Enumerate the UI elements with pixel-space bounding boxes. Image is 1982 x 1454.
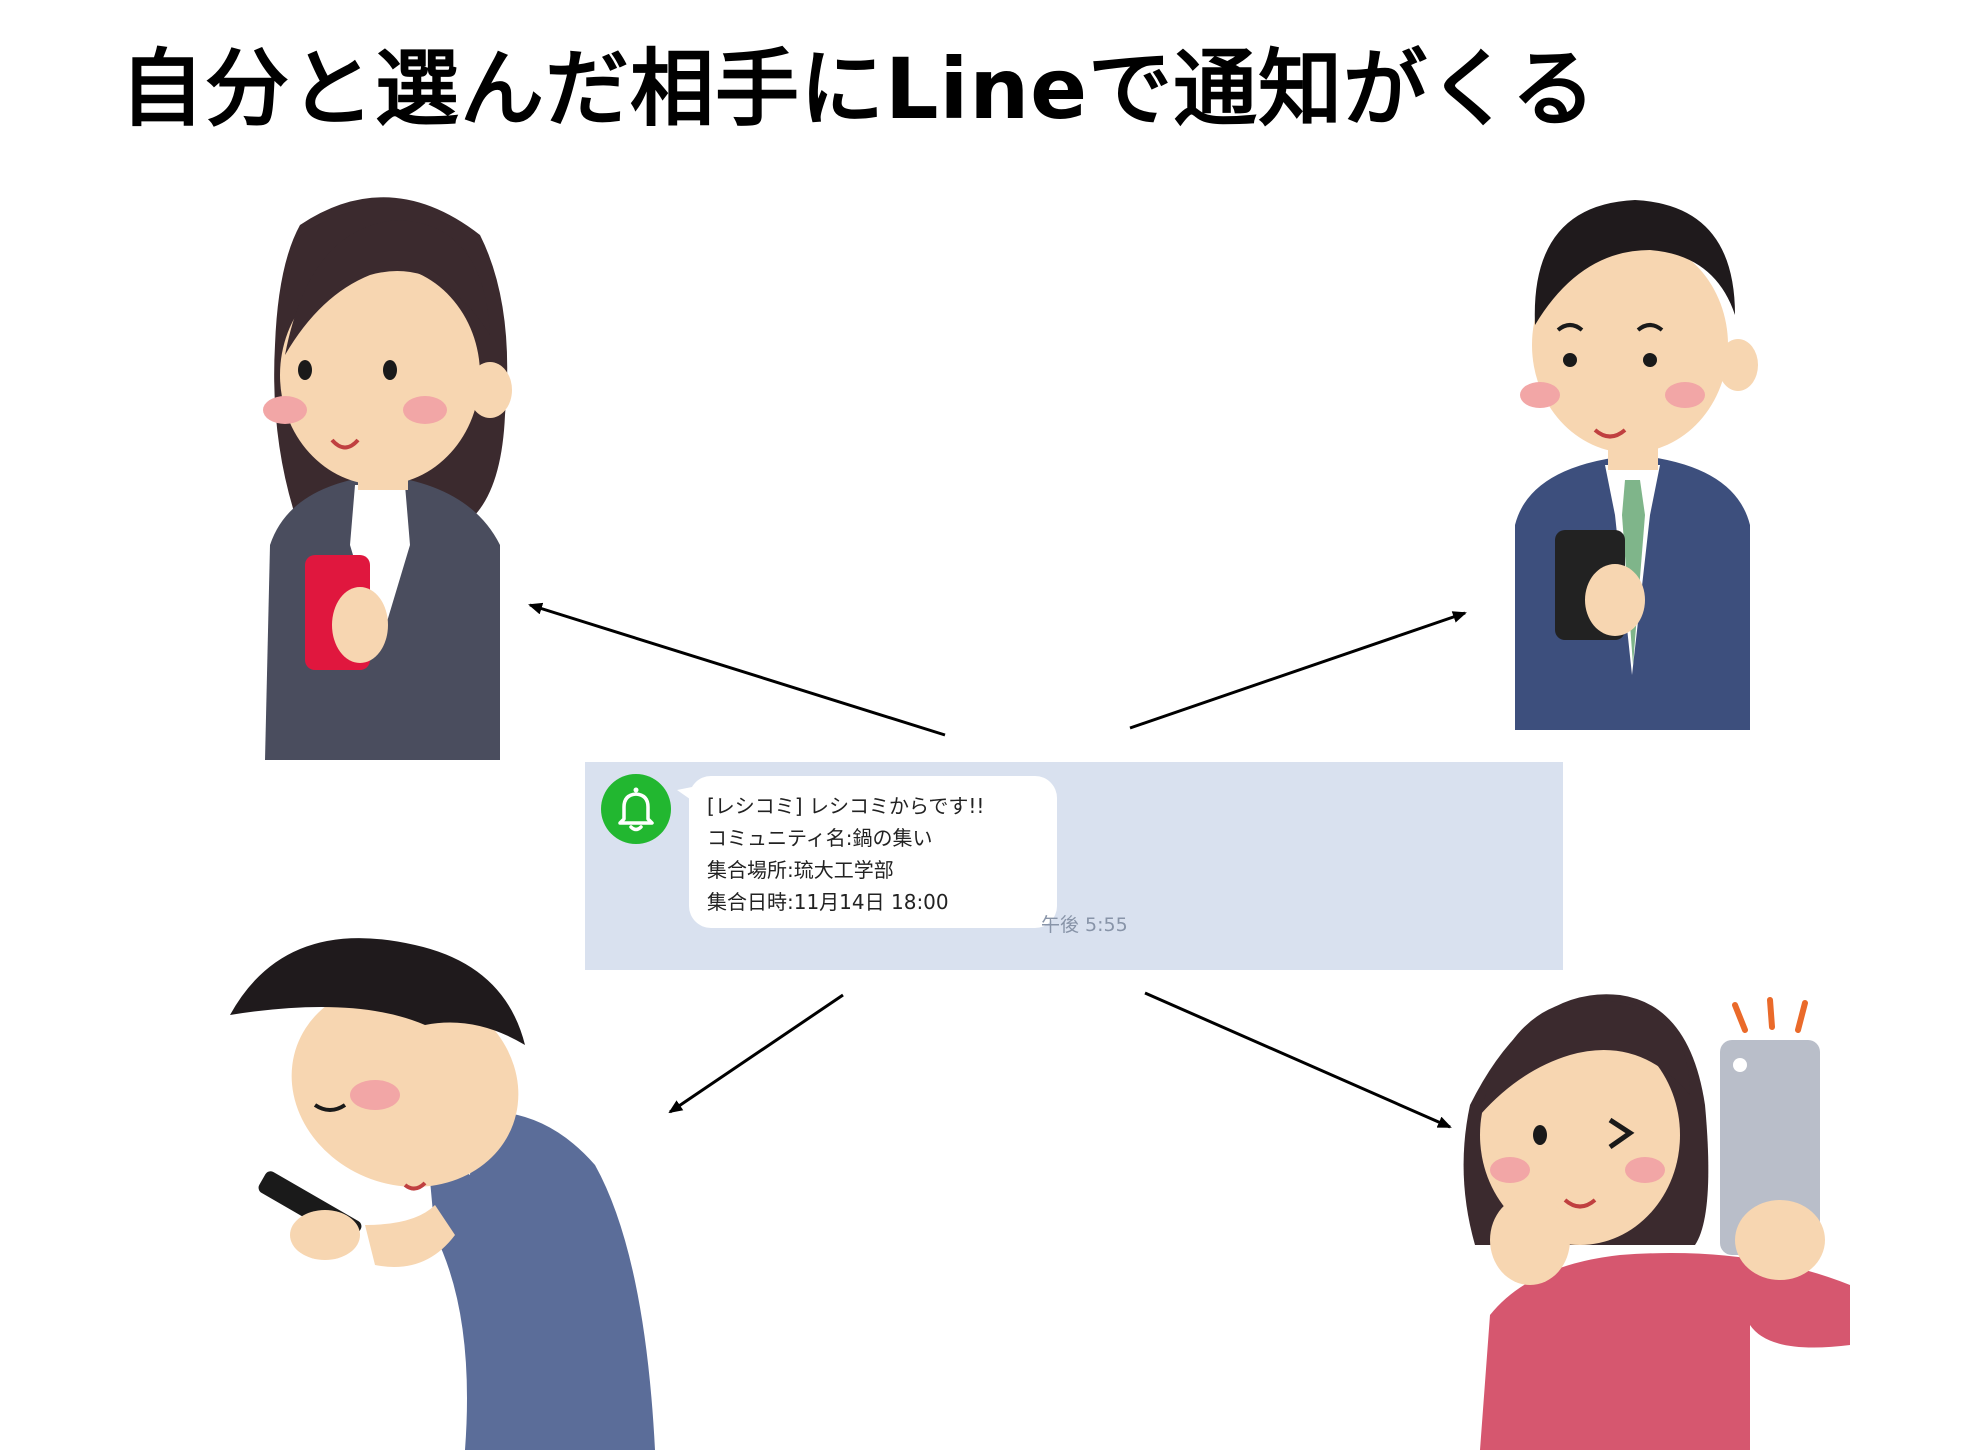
arrow-top-left [528,602,946,737]
page-title: 自分と選んだ相手にLineで通知がくる [120,40,1597,138]
woman-red-phone-illustration [263,197,512,760]
woman-wink-phone-illustration [1463,994,1850,1450]
line-notification: [レシコミ] レシコミからです!! コミュニティ名:鍋の集い 集合場所:琉大工学… [585,762,1563,970]
message-line-2: コミュニティ名:鍋の集い [707,826,933,850]
message-line-4: 集合日時:11月14日 18:00 [707,890,949,914]
message-bubble: [レシコミ] レシコミからです!! コミュニティ名:鍋の集い 集合場所:琉大工学… [689,776,1057,928]
arrow-bottom-right [1144,991,1452,1129]
message-line-3: 集合場所:琉大工学部 [707,858,894,882]
man-bent-phone-illustration [230,938,655,1450]
message-line-1: [レシコミ] レシコミからです!! [707,794,985,818]
message-timestamp: 午後 5:55 [1041,914,1128,936]
bell-icon [601,774,671,844]
man-suit-phone-illustration [1515,200,1758,730]
arrow-bottom-left [668,993,844,1114]
arrow-top-right [1129,611,1467,730]
